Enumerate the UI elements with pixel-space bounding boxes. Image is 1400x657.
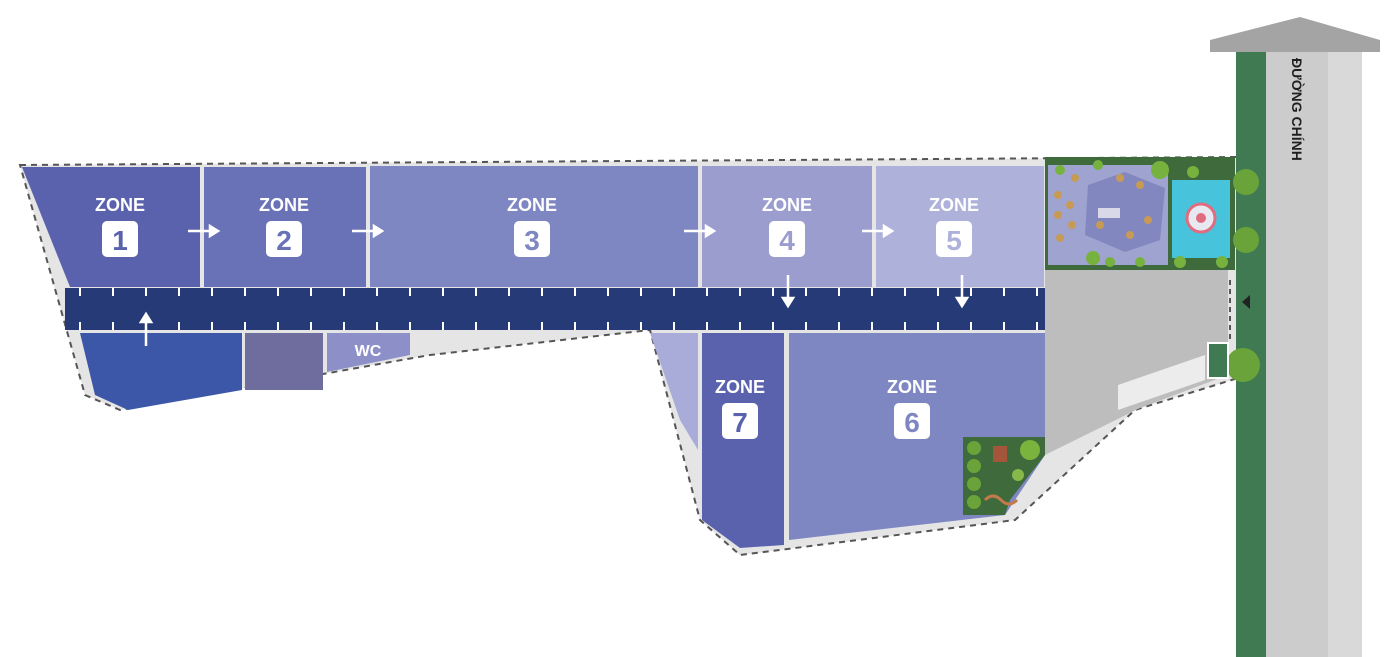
zone-4-number-badge <box>769 221 805 257</box>
zone-6-number-badge <box>894 403 930 439</box>
main-road <box>1266 52 1328 657</box>
zone-4-title: ZONE <box>762 195 812 215</box>
entry-arrow-icon <box>1242 295 1250 309</box>
zone-1-number-badge <box>102 221 138 257</box>
cafe-trees <box>1055 160 1228 268</box>
light-strip <box>650 333 698 450</box>
zone-1-title: ZONE <box>95 195 145 215</box>
zone-2-label: ZONE 2 <box>259 195 309 257</box>
zone-5-number: 5 <box>946 225 962 256</box>
zone-2-number: 2 <box>276 225 292 256</box>
gate-kiosk <box>1207 342 1229 379</box>
zone-3-number-badge <box>514 221 550 257</box>
zone-7-number: 7 <box>732 407 748 438</box>
road-shoulder <box>1328 52 1362 657</box>
wc-label: WC <box>355 343 382 360</box>
zone-7-title: ZONE <box>715 377 765 397</box>
zone-7-label: ZONE 7 <box>715 377 765 439</box>
wc-block <box>327 333 410 372</box>
zone-5-number-badge <box>936 221 972 257</box>
zone-3-label: ZONE 3 <box>507 195 557 257</box>
zone-4-number: 4 <box>779 225 795 256</box>
zone-1-label: ZONE 1 <box>95 195 145 257</box>
road-sign-roof <box>1210 17 1380 40</box>
zone-5-label: ZONE 5 <box>929 195 979 257</box>
zone-6-label: ZONE 6 <box>887 377 937 439</box>
zone-7-number-badge <box>722 403 758 439</box>
zone-6-title: ZONE <box>887 377 937 397</box>
zone-2-title: ZONE <box>259 195 309 215</box>
road-label: ĐƯỜNG CHÍNH <box>1289 58 1306 161</box>
zone-1-number: 1 <box>112 225 128 256</box>
zone-5-title: ZONE <box>929 195 979 215</box>
flow-arrows <box>138 223 970 346</box>
corridor <box>65 288 1045 330</box>
entrance-trees <box>1226 169 1260 382</box>
storage-block <box>245 333 323 390</box>
zone-3-title: ZONE <box>507 195 557 215</box>
road-sign-bar <box>1210 40 1380 52</box>
zone-7-area[interactable] <box>702 333 784 548</box>
garden-trees <box>967 440 1040 509</box>
zone-6-number: 6 <box>904 407 920 438</box>
corridor-ticks <box>79 288 1038 330</box>
parking-strip <box>1118 355 1205 410</box>
zone-3-number: 3 <box>524 225 540 256</box>
cafe-tables <box>1054 174 1152 242</box>
lower-left-block <box>80 333 242 410</box>
zone-4-label: ZONE 4 <box>762 195 812 257</box>
cafe-floor <box>1085 172 1165 252</box>
driveway-area <box>1045 270 1228 455</box>
zone-2-number-badge <box>266 221 302 257</box>
